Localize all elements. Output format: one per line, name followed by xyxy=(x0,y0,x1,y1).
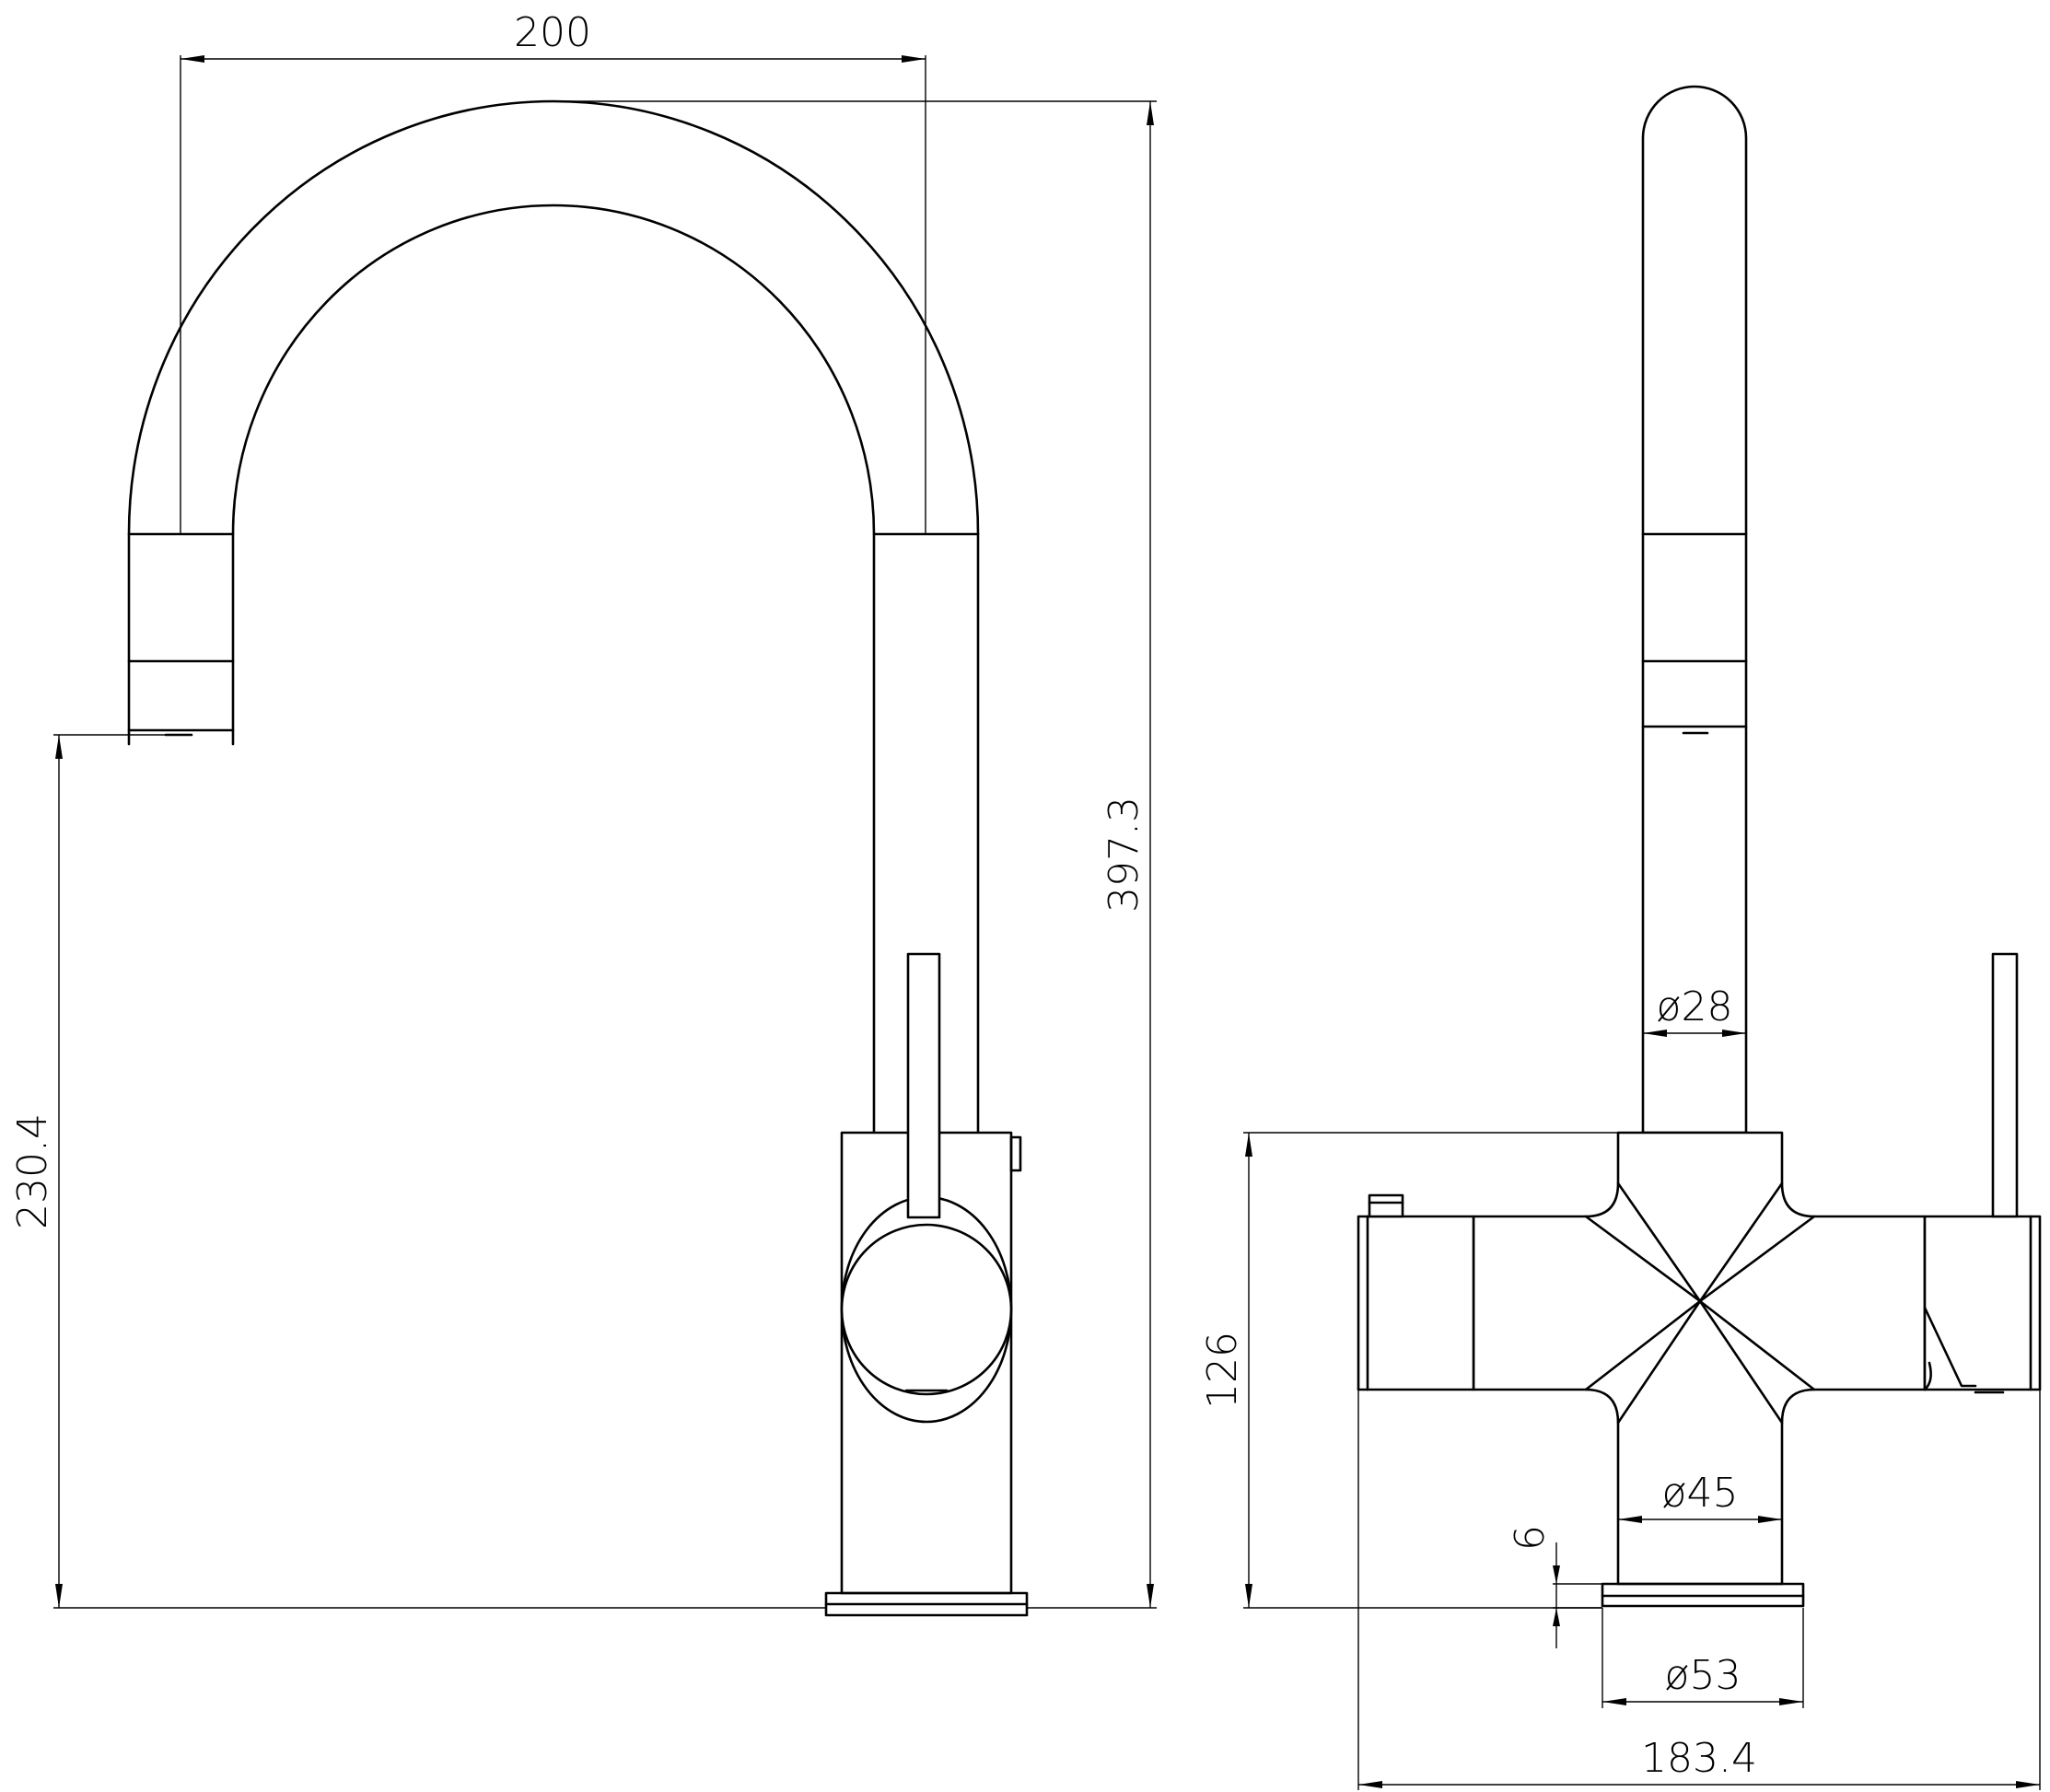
side-view-dimensions: 200 397.3 230.4 xyxy=(9,9,1157,1609)
spout-diameter-label: ø28 xyxy=(1657,983,1733,1030)
left-button xyxy=(1368,1193,1404,1218)
front-view-dimensions: ø28 126 ø45 6 ø53 183.4 xyxy=(1199,983,2041,1790)
base-thickness-label: 6 xyxy=(1507,1525,1554,1551)
spout-height-label: 230.4 xyxy=(9,1113,56,1229)
left-arm-end xyxy=(1357,1215,1475,1391)
right-lever xyxy=(1991,952,2019,1218)
body-diameter-label: ø45 xyxy=(1662,1470,1739,1517)
side-button xyxy=(1009,1135,1022,1172)
body-height-label: 126 xyxy=(1199,1332,1246,1409)
side-view xyxy=(127,99,1029,1617)
base-diameter-label: ø53 xyxy=(1665,1652,1741,1699)
overall-width-label: 183.4 xyxy=(1641,1735,1757,1782)
front-spout-column xyxy=(1641,85,1748,1135)
front-view xyxy=(1357,85,2042,1608)
valve-knob xyxy=(840,1223,1013,1396)
lever-handle xyxy=(906,952,941,1219)
cross-facets xyxy=(1584,1181,1816,1425)
right-lever-pivot xyxy=(1923,1306,1977,1388)
overall-height-label: 397.3 xyxy=(1101,797,1147,913)
right-arm-end xyxy=(1923,1215,2042,1391)
reach-dimension-label: 200 xyxy=(514,9,591,56)
spout-outer-arch xyxy=(127,99,980,1135)
spout-inner-arch xyxy=(231,204,876,1135)
